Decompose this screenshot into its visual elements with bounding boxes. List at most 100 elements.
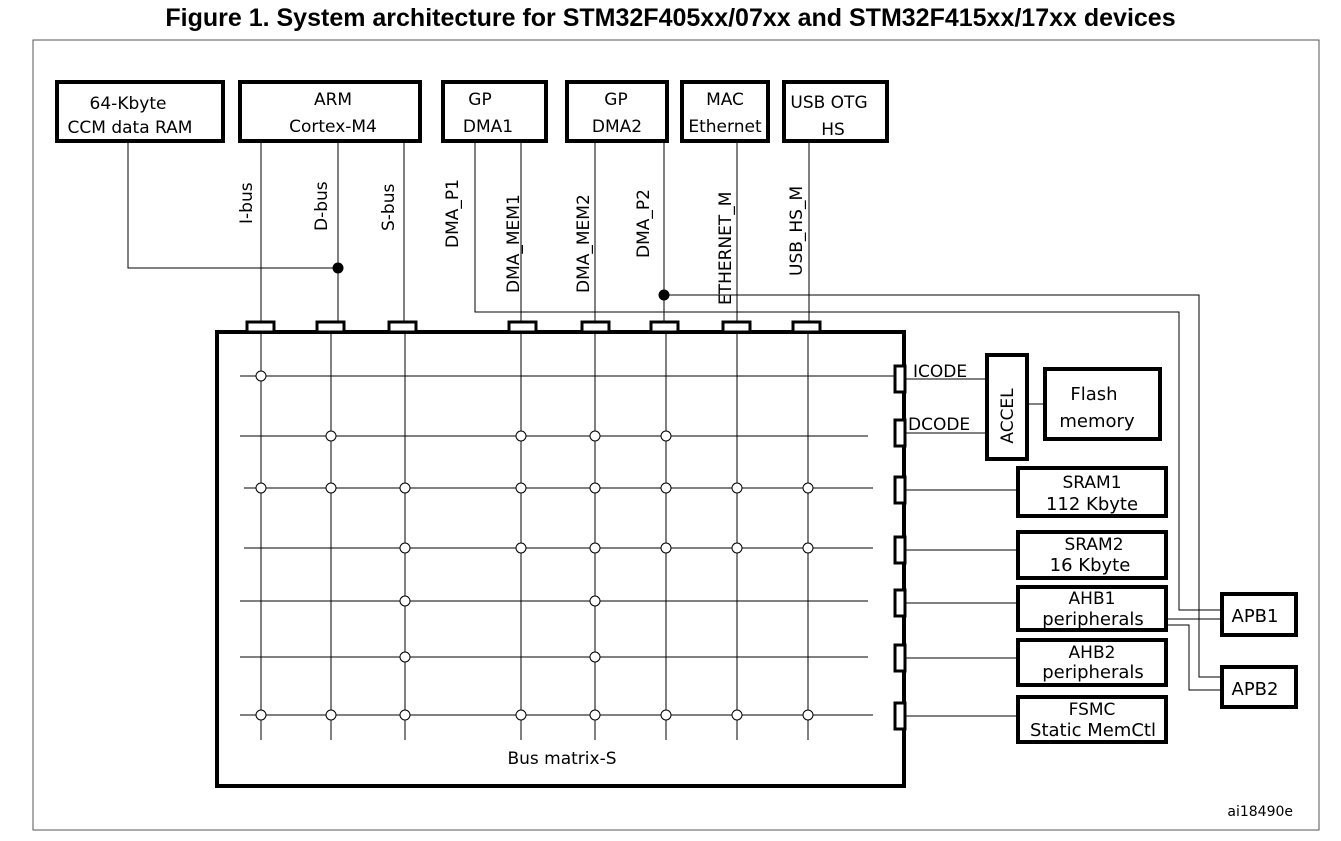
- matrix-node: [325, 430, 337, 442]
- master-bus-lines: [127, 141, 1222, 678]
- master-mac-line1: MAC: [706, 90, 744, 110]
- matrix-node: [731, 709, 743, 721]
- matrix-node: [660, 709, 672, 721]
- master-arm-line2: Cortex-M4: [289, 117, 377, 137]
- master-dma1-box: GP DMA1: [441, 80, 548, 143]
- bus-label-ethernet-m: ETHERNET_M: [716, 192, 736, 305]
- slave-fsmc-box: FSMC Static MemCtl: [1016, 695, 1168, 744]
- matrix-node: [325, 482, 337, 494]
- port-sram2: [893, 535, 907, 565]
- slave-ahb2-box: AHB2 peripherals: [1016, 638, 1168, 687]
- figure-id: ai18490e: [1227, 804, 1293, 820]
- sram1-line1: SRAM1: [1062, 473, 1121, 493]
- matrix-node: [399, 595, 411, 607]
- apb2-label: APB2: [1232, 679, 1279, 700]
- matrix-node: [802, 482, 814, 494]
- master-arm-box: ARM Cortex-M4: [238, 80, 422, 143]
- matrix-node: [255, 482, 267, 494]
- port-dbus: [315, 320, 346, 334]
- master-dma1-line1: GP: [468, 90, 491, 110]
- ahb2-line1: AHB2: [1069, 643, 1116, 663]
- ccm-bus-line: [127, 141, 338, 269]
- matrix-node: [515, 542, 527, 554]
- matrix-node: [399, 542, 411, 554]
- apb1-box: APB1: [1220, 592, 1298, 637]
- matrix-node: [589, 709, 601, 721]
- ahb2-line2: peripherals: [1042, 662, 1144, 683]
- matrix-node: [589, 542, 601, 554]
- matrix-node: [589, 595, 601, 607]
- matrix-node: [255, 709, 267, 721]
- port-ethernet-m: [721, 320, 752, 334]
- fsmc-line2: Static MemCtl: [1030, 720, 1156, 741]
- master-dma2-line2: DMA2: [592, 117, 642, 137]
- slave-ahb1-box: AHB1 peripherals: [1016, 585, 1168, 632]
- bus-label-dma-p1: DMA_P1: [443, 179, 463, 248]
- bus-label-ibus: I-bus: [237, 182, 257, 224]
- port-dcode: [893, 418, 907, 448]
- port-sbus: [387, 320, 418, 334]
- ahb1-apb2-line: [1166, 624, 1222, 691]
- matrix-node: [802, 709, 814, 721]
- matrix-node: [731, 482, 743, 494]
- bus-labels: I-bus D-bus S-bus DMA_P1 DMA_MEM1 DMA_ME…: [237, 179, 807, 305]
- master-arm-line1: ARM: [314, 90, 352, 110]
- apb1-label: APB1: [1232, 606, 1279, 627]
- sram1-line2: 112 Kbyte: [1046, 494, 1138, 515]
- sram2-line2: 16 Kbyte: [1050, 555, 1131, 576]
- matrix-node: [589, 430, 601, 442]
- dcode-label: DCODE: [908, 415, 970, 435]
- matrix-node: [255, 370, 267, 382]
- ahb1-line1: AHB1: [1069, 589, 1116, 609]
- bus-label-dma-p2: DMA_P2: [634, 189, 654, 258]
- figure-title: Figure 1. System architecture for STM32F…: [165, 4, 1176, 32]
- master-dma2-box: GP DMA2: [565, 80, 669, 143]
- bus-matrix-box: [215, 330, 906, 788]
- dma-p2-apb-line: [664, 294, 1222, 678]
- matrix-node: [515, 482, 527, 494]
- matrix-node: [731, 542, 743, 554]
- slave-lines: [905, 378, 1222, 717]
- master-usb-line2: HS: [821, 120, 845, 140]
- master-dma1-line2: DMA1: [463, 117, 513, 137]
- matrix-node: [515, 709, 527, 721]
- figure-frame: [32, 39, 1320, 831]
- bus-label-dma-mem1: DMA_MEM1: [504, 194, 524, 293]
- port-dma-p2: [649, 320, 680, 334]
- bus-matrix-nodes: [255, 370, 814, 721]
- port-ahb2: [893, 643, 907, 673]
- apb2-box: APB2: [1220, 665, 1298, 709]
- port-dma-mem1: [507, 320, 538, 334]
- master-usb-line1: USB OTG: [790, 93, 867, 113]
- bus-label-sbus: S-bus: [379, 184, 399, 231]
- flash-memory-box: Flash memory: [1043, 367, 1162, 441]
- port-ahb1: [893, 588, 907, 618]
- master-ccm-box: 64-Kbyte CCM data RAM: [55, 80, 225, 143]
- icode-label: ICODE: [913, 362, 967, 382]
- port-sram1: [893, 475, 907, 505]
- sram2-line1: SRAM2: [1064, 535, 1123, 555]
- matrix-node: [399, 709, 411, 721]
- port-icode: [893, 364, 907, 394]
- port-dma-mem2: [580, 320, 611, 334]
- master-mac-line2: Ethernet: [688, 117, 762, 137]
- matrix-node: [399, 651, 411, 663]
- master-dma2-line1: GP: [604, 90, 627, 110]
- port-fsmc: [893, 701, 907, 731]
- bus-label-dma-mem2: DMA_MEM2: [574, 194, 594, 293]
- master-ports: [245, 320, 822, 334]
- master-ccm-line1: 64-Kbyte: [90, 94, 167, 114]
- flash-line2: memory: [1059, 411, 1135, 432]
- dbus-junction-dot: [332, 262, 344, 274]
- accel-label: ACCEL: [998, 388, 1018, 444]
- ahb1-line2: peripherals: [1042, 609, 1144, 630]
- matrix-node: [589, 482, 601, 494]
- slave-sram2-box: SRAM2 16 Kbyte: [1016, 530, 1168, 580]
- bus-matrix-grid: [240, 332, 895, 740]
- port-ibus: [245, 320, 276, 334]
- slave-sram1-box: SRAM1 112 Kbyte: [1016, 466, 1168, 518]
- dma-p2-junction-dot: [658, 289, 670, 301]
- master-mac-box: MAC Ethernet: [680, 80, 770, 143]
- bus-matrix-label: Bus matrix-S: [507, 749, 616, 769]
